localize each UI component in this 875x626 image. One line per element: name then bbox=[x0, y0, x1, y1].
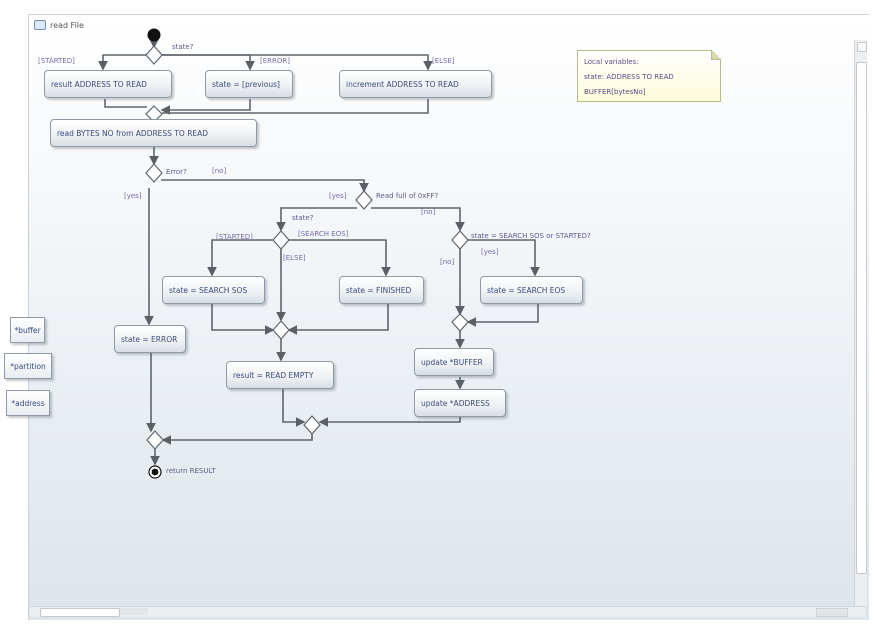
guard-search-eos: [SEARCH EOS] bbox=[298, 230, 349, 238]
label-error-q: Error? bbox=[166, 168, 187, 176]
scroll-up-button[interactable] bbox=[857, 42, 867, 52]
note-line-1: Local variables: bbox=[584, 58, 639, 66]
guard-no-3: [no] bbox=[440, 258, 455, 266]
guard-no-2: [no] bbox=[421, 208, 436, 216]
action-state-error[interactable]: state = ERROR bbox=[114, 325, 186, 353]
diagram-title-tab[interactable]: read File bbox=[34, 18, 84, 32]
merge-node-3 bbox=[451, 313, 469, 332]
guard-yes-1: [yes] bbox=[124, 192, 142, 200]
guard-started-2: [STARTED] bbox=[216, 233, 253, 241]
action-state-search-sos[interactable]: state = SEARCH SOS bbox=[162, 276, 265, 304]
guard-yes-3: [yes] bbox=[481, 248, 499, 256]
action-result-address[interactable]: result ADDRESS TO READ bbox=[44, 70, 172, 98]
label-state-q1: state? bbox=[172, 43, 194, 51]
guard-error-1: [ERROR] bbox=[260, 57, 290, 65]
vertical-scrollbar[interactable] bbox=[854, 40, 867, 606]
action-update-address[interactable]: update *ADDRESS bbox=[414, 389, 506, 417]
local-variables-note[interactable]: Local variables: state: ADDRESS TO READ … bbox=[577, 50, 721, 102]
action-state-search-eos[interactable]: state = SEARCH EOS bbox=[480, 276, 583, 304]
label-read-full-q: Read full of 0xFF? bbox=[376, 192, 439, 200]
diagram-canvas[interactable] bbox=[28, 14, 869, 620]
horizontal-scroll-track-segment bbox=[120, 608, 148, 615]
note-line-3: BUFFER[bytesNo] bbox=[584, 88, 646, 96]
merge-node-final bbox=[146, 430, 164, 450]
label-state-q2: state? bbox=[292, 214, 314, 222]
decision-error bbox=[145, 163, 163, 183]
decision-read-full bbox=[355, 190, 373, 210]
initial-node bbox=[147, 28, 161, 42]
note-line-2: state: ADDRESS TO READ bbox=[584, 73, 674, 81]
activity-diagram-icon bbox=[34, 20, 46, 30]
guard-else-2: [ELSE] bbox=[283, 254, 306, 262]
diagram-title: read File bbox=[50, 20, 84, 30]
object-address[interactable]: *address bbox=[6, 390, 50, 416]
guard-yes-2: [yes] bbox=[329, 192, 347, 200]
action-increment-address[interactable]: increment ADDRESS TO READ bbox=[339, 70, 492, 98]
scroll-right-button[interactable] bbox=[816, 608, 848, 617]
object-buffer[interactable]: *buffer bbox=[10, 317, 45, 343]
decision-state-1 bbox=[145, 45, 163, 65]
decision-state-cond bbox=[451, 230, 469, 250]
action-read-bytes[interactable]: read BYTES NO from ADDRESS TO READ bbox=[50, 119, 257, 147]
horizontal-scroll-thumb[interactable] bbox=[40, 608, 120, 617]
vertical-scroll-thumb[interactable] bbox=[856, 62, 867, 574]
guard-no-1: [no] bbox=[212, 167, 227, 175]
note-fold-corner bbox=[711, 50, 721, 60]
action-state-finished[interactable]: state = FINISHED bbox=[339, 276, 424, 304]
guard-else-1: [ELSE] bbox=[432, 57, 455, 65]
action-return-result: return RESULT bbox=[166, 467, 216, 475]
label-state-cond: state = SEARCH SOS or STARTED? bbox=[471, 232, 591, 240]
merge-node-4 bbox=[303, 415, 321, 435]
action-update-buffer[interactable]: update *BUFFER bbox=[414, 348, 494, 376]
action-state-previous[interactable]: state = [previous] bbox=[205, 70, 293, 98]
action-result-read-empty[interactable]: result = READ EMPTY bbox=[226, 361, 334, 389]
object-partition[interactable]: *partition bbox=[4, 353, 52, 379]
merge-node-2 bbox=[272, 320, 290, 340]
horizontal-scrollbar[interactable] bbox=[30, 606, 866, 617]
decision-state-2 bbox=[272, 230, 290, 250]
guard-started-1: [STARTED] bbox=[38, 57, 75, 65]
